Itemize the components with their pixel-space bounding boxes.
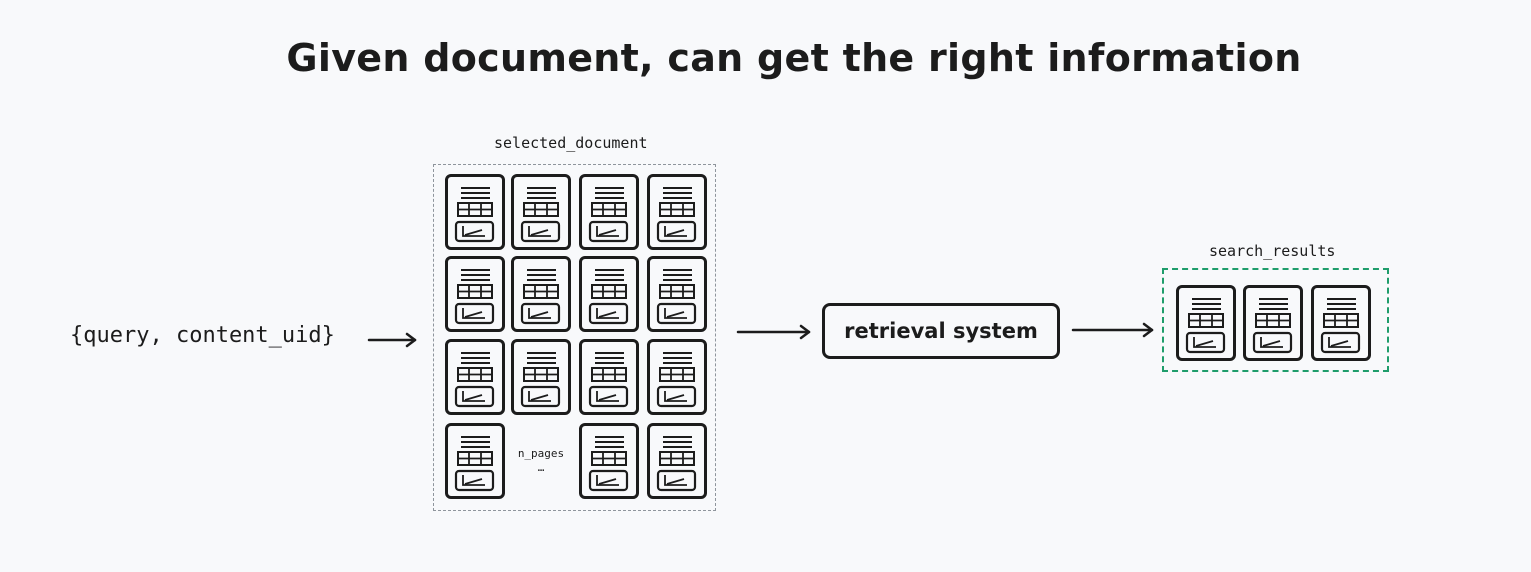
result-page-thumbnail — [1243, 285, 1303, 361]
arrow-document-to-retrieval — [736, 324, 811, 340]
page-thumbnail-icon — [1185, 298, 1226, 354]
diagram-title: Given document, can get the right inform… — [286, 36, 1302, 80]
page-thumbnail-icon — [454, 352, 495, 408]
page-thumbnail-icon — [588, 352, 629, 408]
document-page-thumbnail — [511, 339, 571, 415]
n-pages-ellipsis: … — [537, 461, 545, 474]
page-thumbnail-icon — [588, 436, 629, 492]
page-thumbnail-icon — [588, 187, 629, 243]
document-page-thumbnail — [511, 256, 571, 332]
page-thumbnail-icon — [656, 352, 697, 408]
document-page-thumbnail — [647, 256, 707, 332]
page-thumbnail-icon — [1320, 298, 1361, 354]
page-thumbnail-icon — [656, 187, 697, 243]
n-pages-label: n_pages … — [510, 447, 572, 475]
document-page-thumbnail — [579, 256, 639, 332]
selected-document-label: selected_document — [494, 134, 648, 152]
page-thumbnail-icon — [520, 269, 561, 325]
page-thumbnail-icon — [454, 436, 495, 492]
page-thumbnail-icon — [656, 436, 697, 492]
retrieval-system-box: retrieval system — [822, 303, 1060, 359]
document-page-thumbnail — [445, 256, 505, 332]
page-thumbnail-icon — [1252, 298, 1293, 354]
page-thumbnail-icon — [454, 187, 495, 243]
document-page-thumbnail — [647, 339, 707, 415]
arrow-query-to-document — [367, 332, 417, 348]
arrow-retrieval-to-results — [1071, 322, 1154, 338]
retrieval-system-label: retrieval system — [844, 319, 1038, 343]
result-page-thumbnail — [1311, 285, 1371, 361]
document-page-thumbnail — [511, 174, 571, 250]
selected-document-container — [433, 164, 716, 511]
page-thumbnail-icon — [656, 269, 697, 325]
document-page-thumbnail — [445, 423, 505, 499]
document-page-thumbnail — [579, 339, 639, 415]
page-thumbnail-icon — [520, 187, 561, 243]
document-page-thumbnail — [445, 174, 505, 250]
query-input-label: {query, content_uid} — [70, 323, 335, 348]
page-thumbnail-icon — [588, 269, 629, 325]
document-page-thumbnail — [647, 423, 707, 499]
document-page-thumbnail — [647, 174, 707, 250]
document-page-thumbnail — [579, 174, 639, 250]
search-results-label: search_results — [1209, 242, 1336, 260]
search-results-container — [1162, 268, 1389, 372]
document-page-thumbnail — [579, 423, 639, 499]
page-thumbnail-icon — [520, 352, 561, 408]
document-page-thumbnail — [445, 339, 505, 415]
result-page-thumbnail — [1176, 285, 1236, 361]
n-pages-text: n_pages — [517, 447, 565, 460]
page-thumbnail-icon — [454, 269, 495, 325]
